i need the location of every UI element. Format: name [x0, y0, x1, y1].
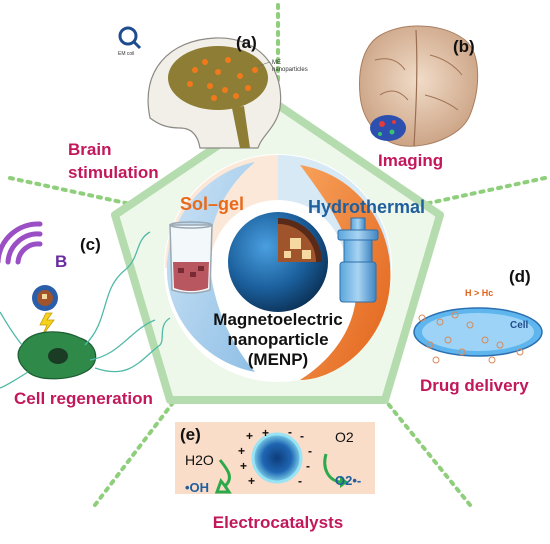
brain-in-head-icon [168, 46, 268, 110]
b-field-label: B [55, 252, 67, 271]
right-arrow-icon [323, 453, 341, 484]
tumor-region-icon [370, 115, 406, 141]
drug-particles [418, 311, 524, 364]
svg-text:+: + [238, 444, 245, 458]
heat-condition-label: H > Hc [465, 288, 493, 298]
left-arrow-icon [214, 459, 232, 494]
neurite-lines [0, 231, 171, 389]
charge-signs: +++ ++ --- -- [238, 425, 312, 488]
svg-text:+: + [248, 474, 255, 488]
drug-delivery-label: Drug delivery [420, 376, 529, 395]
cell-regeneration-label: Cell regeneration [14, 389, 153, 408]
svg-text:+: + [246, 429, 253, 443]
stimulation-label: stimulation [68, 163, 159, 182]
connector-right [418, 176, 547, 207]
beaker-icon [169, 221, 213, 294]
imaging-label: Imaging [378, 151, 443, 170]
svg-text:+: + [262, 426, 269, 440]
svg-text:+: + [240, 459, 247, 473]
electrocatalysts-label: Electrocatalysts [213, 513, 343, 532]
oh-radical-label: •OH [185, 480, 209, 495]
lightning-icon [39, 312, 55, 337]
dotted-connectors [8, 3, 547, 507]
orange-swoosh [300, 165, 391, 380]
panel-b-letter: (b) [453, 37, 475, 56]
panel-c-letter: (c) [80, 235, 101, 254]
blue-swoosh [166, 162, 255, 372]
panel-b: (b) Imaging [359, 25, 479, 170]
me-nanoparticles-label: nanoparticles [272, 67, 308, 73]
brain-label: Brain [68, 140, 111, 159]
connector-left [8, 176, 137, 207]
sol-gel-label: Sol–gel [180, 194, 244, 214]
svg-text:-: - [288, 425, 292, 439]
em-coil-label: EM coil [118, 51, 134, 57]
menp-title-line2: nanoparticle [227, 330, 328, 349]
panel-d-letter: (d) [509, 267, 531, 286]
superoxide-label: O2•- [335, 473, 361, 488]
electrocatalyst-particle-icon [253, 434, 301, 482]
h2o-label: H2O [185, 452, 214, 468]
panel-a-letter: (a) [236, 33, 257, 52]
svg-text:-: - [298, 474, 302, 488]
cell-label: Cell [510, 320, 529, 331]
o2-label: O2 [335, 429, 354, 445]
magnetic-field-waves-icon [0, 221, 43, 265]
svg-text:-: - [308, 444, 312, 458]
me-label: ME [272, 60, 281, 66]
svg-text:-: - [306, 459, 310, 473]
nanoparticle-sphere-icon [228, 212, 328, 312]
nanoparticle-dots [187, 57, 258, 101]
connector-bottom-left [93, 398, 177, 507]
menp-title-line3: (MENP) [248, 350, 308, 369]
em-coil-icon [118, 26, 138, 46]
menp-title-line1: Magnetoelectric [213, 310, 342, 329]
svg-text:-: - [300, 429, 304, 443]
panel-c: B (c) Cell regeneration [0, 221, 171, 408]
panel-d: Cell H > Hc (d) Drug delivery [413, 267, 543, 395]
panel-a: EM coil ME nanoparticles (a) Brain stimu… [68, 26, 308, 182]
connector-bottom-right [383, 398, 472, 507]
panel-e: +++ ++ --- -- H2O •OH O2 O2•- (e) Electr… [175, 422, 375, 532]
hydrothermal-label: Hydrothermal [308, 197, 425, 217]
autoclave-icon [337, 217, 379, 303]
panel-e-letter: (e) [180, 425, 201, 444]
